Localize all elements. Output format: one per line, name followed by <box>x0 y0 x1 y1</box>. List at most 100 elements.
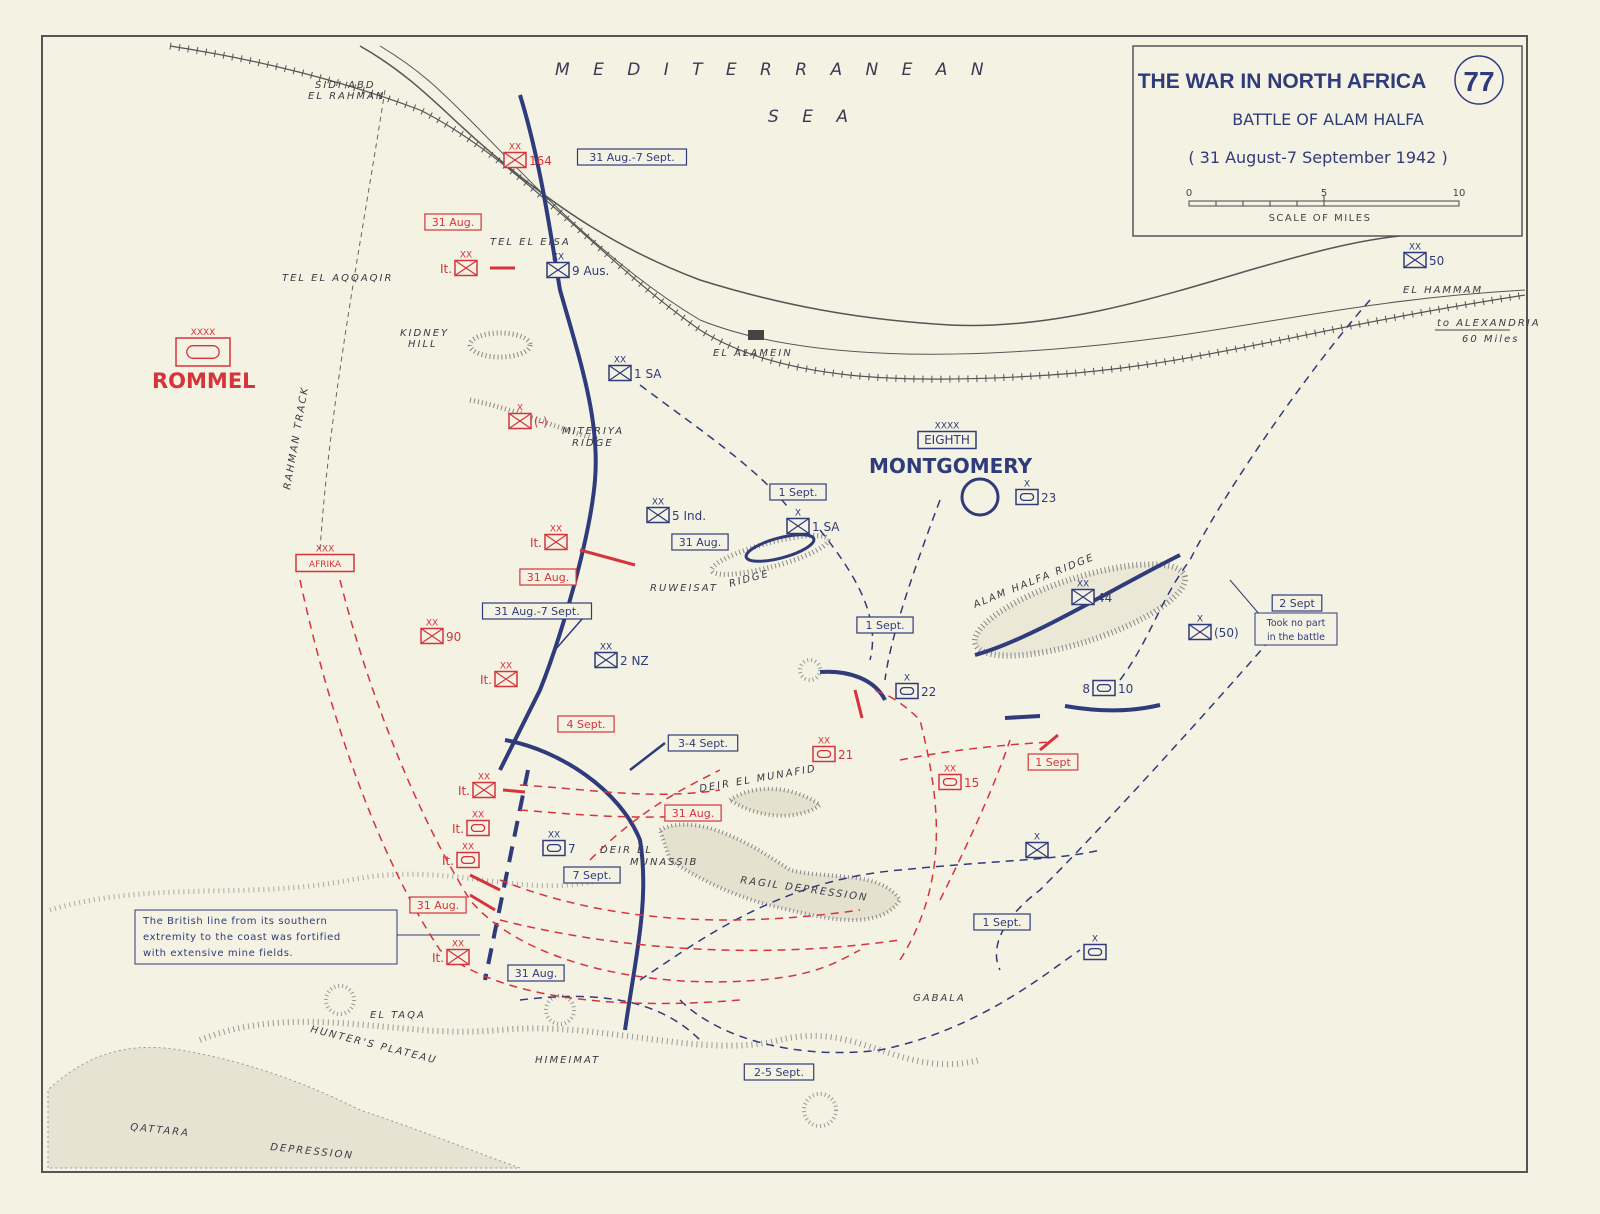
terrain-feature <box>544 994 576 1026</box>
place-gabala: GABALA <box>913 993 966 1004</box>
date-text: 31 Aug. <box>679 536 721 549</box>
allied-counterattack <box>995 639 1271 971</box>
unit-label: 5 Ind. <box>672 509 706 523</box>
unit-label: 44 <box>1097 591 1112 605</box>
date-text: 1 Sept. <box>982 916 1021 929</box>
date-box <box>409 896 467 914</box>
note-line: The British line from its southern <box>142 916 327 927</box>
infantry-symbol-icon <box>594 652 618 668</box>
armor-symbol-icon <box>1019 492 1035 502</box>
infantry-symbol-icon <box>546 262 570 278</box>
date-text: 7 Sept. <box>572 869 611 882</box>
took-no-part-note: Took no part in the battle <box>1254 612 1338 646</box>
infantry-symbol-icon <box>472 782 496 798</box>
note-line: in the battle <box>1267 632 1325 643</box>
kidney-hill <box>467 330 533 360</box>
allied-position <box>819 669 887 701</box>
allied-movement <box>819 529 874 661</box>
place-el-alamein: EL ALAMEIN <box>713 348 793 359</box>
unit-label: 90 <box>446 630 461 644</box>
place-munassib: MUNASSIB <box>630 857 698 868</box>
unit-allied-1sa: XX1 SA <box>608 356 662 382</box>
terrain-feature <box>324 984 356 1016</box>
date-label-allied: 31 Aug.-7 Sept. <box>481 602 593 620</box>
infantry-symbol-icon <box>420 628 444 644</box>
date-box <box>563 866 621 884</box>
unit-echelon: XX <box>500 662 512 672</box>
place-ruweisat-ridge: RIDGE <box>728 568 771 589</box>
infantry-symbol-icon <box>1025 842 1049 858</box>
el-alamein-station <box>748 330 764 340</box>
unit-label: 9 Aus. <box>572 264 609 278</box>
unit-label: (50) <box>1214 626 1239 640</box>
allied-front-line <box>498 94 598 771</box>
date-text: 31 Aug. <box>527 571 569 584</box>
allied-position <box>1064 703 1161 713</box>
place-sea: S E A <box>768 107 857 127</box>
place-el-taqa: EL TAQA <box>370 1010 426 1021</box>
axis-advance <box>899 741 1051 761</box>
unit-allied-10: 108 <box>1082 679 1133 697</box>
axis-advance <box>499 919 901 952</box>
date-text: 2-5 Sept. <box>754 1066 804 1079</box>
unit-echelon: XX <box>600 643 612 653</box>
scale-tick: 0 <box>1186 188 1192 199</box>
date-box <box>507 964 565 982</box>
axis-advance <box>939 739 1011 901</box>
date-text: 31 Aug. <box>417 899 459 912</box>
unit-echelon: X <box>517 404 523 414</box>
unit-echelon: XX <box>614 356 626 366</box>
scale-bar: 0 5 10 SCALE OF MILES <box>1186 188 1466 224</box>
unit-prefix: It. <box>442 854 454 868</box>
unit-echelon: XXXX <box>935 422 960 432</box>
date-label-axis: 31 Aug. <box>519 568 577 586</box>
place-el-hammam: EL HAMMAM <box>1403 285 1483 296</box>
allied-front-line-south <box>504 738 646 1031</box>
unit-box <box>1083 943 1107 961</box>
unit-axis-164: XX 164 <box>503 143 552 169</box>
unit-echelon: XX <box>509 143 521 153</box>
unit-echelon: X <box>795 509 801 519</box>
infantry-symbol-icon <box>494 671 518 687</box>
infantry-symbol-icon <box>646 507 670 523</box>
unit-echelon: XX <box>460 251 472 261</box>
unit-box <box>938 773 962 791</box>
unit-prefix: It. <box>458 784 470 798</box>
allied-position <box>974 553 1181 657</box>
unit-label: EIGHTH <box>924 433 970 447</box>
scale-tick: 5 <box>1321 188 1327 199</box>
unit-prefix: It. <box>452 822 464 836</box>
unit-allied-9aus: XX9 Aus. <box>546 253 609 279</box>
unit-allied-formation: X <box>1025 833 1049 859</box>
armor-symbol-icon <box>816 749 832 759</box>
date-label-allied: 1 Sept. <box>769 483 827 501</box>
axis-attack-arrow <box>853 689 864 719</box>
place-hill: HILL <box>408 339 438 350</box>
scale-label: SCALE OF MILES <box>1269 213 1372 224</box>
unit-label: 164 <box>529 154 552 168</box>
unit-echelon: XX <box>652 498 664 508</box>
place-miteriya-ridge: RIDGE <box>572 438 614 449</box>
map-subtitle: BATTLE OF ALAM HALFA <box>1232 110 1424 129</box>
unit-echelon: X <box>1034 833 1040 843</box>
unit-box <box>917 430 977 450</box>
allied-withdrawal <box>1119 299 1371 681</box>
date-label-axis: 31 Aug. <box>424 213 482 231</box>
unit-axis-: X(-) <box>508 404 548 430</box>
qattara-depression <box>47 1046 521 1169</box>
unit-echelon: XX <box>472 811 484 821</box>
place-ruweisat: RUWEISAT <box>650 583 718 594</box>
ragil-depression <box>657 822 903 922</box>
unit-echelon: XX <box>426 619 438 629</box>
unit-echelon: XX <box>818 737 830 747</box>
allied-movement <box>884 499 941 681</box>
unit-allied-23: X23 <box>1015 480 1056 506</box>
unit-prefix: It. <box>440 262 452 276</box>
miteriya-ridge <box>469 397 601 443</box>
unit-echelon: XX <box>944 765 956 775</box>
